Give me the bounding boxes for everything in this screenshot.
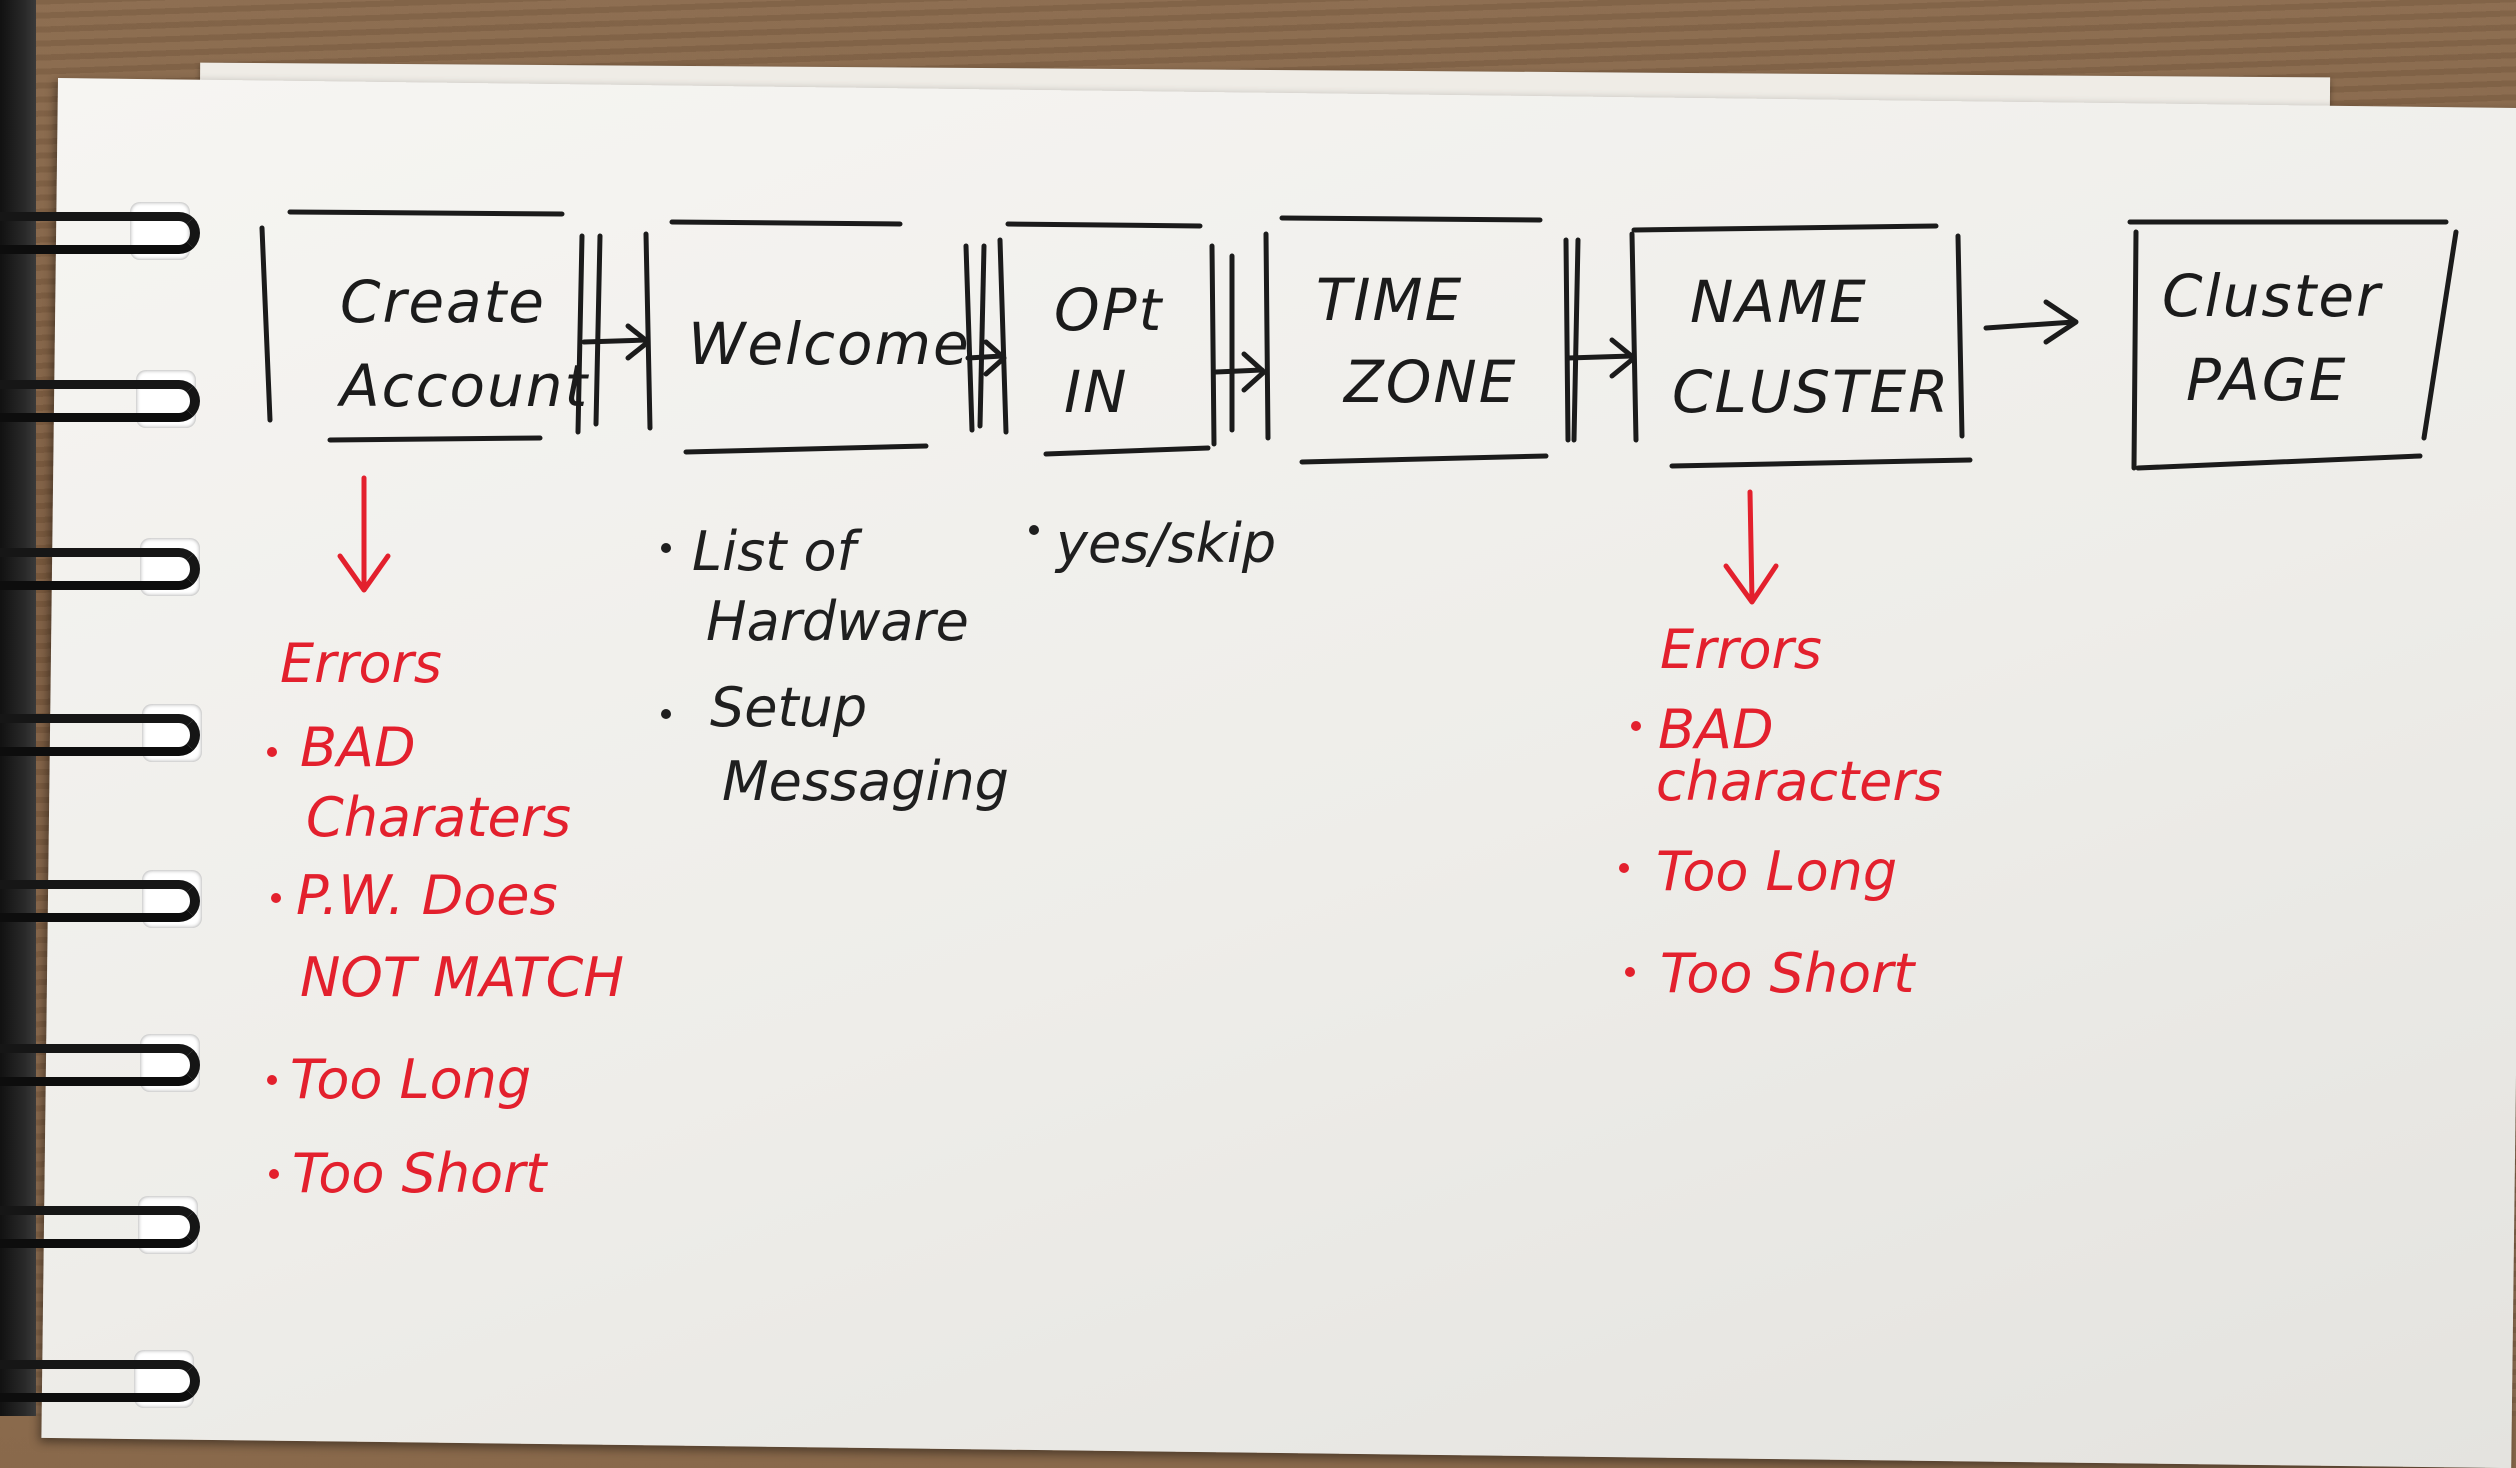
flow-arrow (1983, 299, 2079, 345)
bullet-dot (269, 1169, 279, 1179)
create-account-error-2-line1: P.W. Does (296, 864, 558, 927)
step-box-create-account (259, 209, 585, 443)
spiral-ring (0, 380, 200, 422)
spiral-ring (0, 548, 200, 590)
welcome-note-2-line1: Setup (710, 676, 867, 739)
flow-arrow (1565, 237, 1637, 443)
name-cluster-error-1-line2: characters (1656, 750, 1943, 813)
error-arrow-name-cluster (1723, 489, 1779, 605)
welcome-note-2-line2: Messaging (722, 750, 1009, 813)
create-account-error-4: Too Short (292, 1142, 548, 1205)
opt-in-note: yes/skip (1054, 512, 1276, 575)
step-box-welcome (643, 219, 975, 455)
create-account-error-1-line1: BAD (300, 716, 416, 779)
step-cluster-page-line1: Cluster (2162, 262, 2383, 330)
create-account-error-3: Too Long (290, 1048, 531, 1111)
step-opt-in-line2: IN (1064, 358, 1129, 426)
bullet-dot (1029, 525, 1039, 535)
spiral-ring (0, 1206, 200, 1248)
step-opt-in-line1: OPt (1054, 276, 1164, 344)
step-box-opt-in (997, 221, 1217, 457)
bullet-dot (661, 709, 671, 719)
bullet-dot (1619, 863, 1629, 873)
flow-diagram: Create Account Welcome OPt IN TIME ZONE … (259, 209, 2459, 1205)
welcome-note-1-line1: List of (692, 520, 863, 583)
step-box-time-zone (1263, 215, 1571, 465)
spiral-ring (0, 714, 200, 756)
flow-arrow (581, 233, 651, 427)
name-cluster-error-3: Too Short (1660, 942, 1916, 1005)
bullet-dot (271, 893, 281, 903)
bullet-dot (1631, 721, 1641, 731)
step-create-account-line2: Account (336, 352, 589, 420)
spiral-ring (0, 212, 200, 254)
create-account-errors-heading: Errors (280, 632, 442, 695)
step-name-cluster-line1: NAME (1690, 268, 1868, 336)
spiral-ring (0, 880, 200, 922)
spiral-ring (0, 1044, 200, 1086)
step-box-name-cluster (1629, 223, 1973, 469)
error-arrow-create-account (337, 475, 391, 593)
step-name-cluster-line2: CLUSTER (1672, 358, 1950, 426)
name-cluster-error-2: Too Long (1656, 840, 1897, 903)
welcome-note-1-line2: Hardware (706, 590, 969, 653)
step-create-account-line1: Create (340, 268, 546, 336)
step-cluster-page-line2: PAGE (2186, 346, 2347, 414)
create-account-error-1-line2: Charaters (306, 786, 571, 849)
name-cluster-errors-heading: Errors (1660, 618, 1822, 681)
create-account-error-2-line2: NOT MATCH (300, 946, 624, 1009)
step-time-zone-line2: ZONE (1342, 348, 1517, 416)
bullet-dot (267, 747, 277, 757)
flow-arrow (965, 243, 1007, 429)
bullet-dot (267, 1075, 277, 1085)
step-time-zone-line1: TIME (1316, 266, 1463, 334)
spiral-ring (0, 1360, 200, 1402)
step-box-cluster-page (2127, 219, 2459, 471)
bullet-dot (1625, 967, 1635, 977)
flow-arrow (1213, 253, 1267, 433)
step-welcome: Welcome (688, 310, 971, 378)
name-cluster-error-1-line1: BAD (1658, 698, 1774, 761)
bullet-dot (661, 543, 671, 553)
